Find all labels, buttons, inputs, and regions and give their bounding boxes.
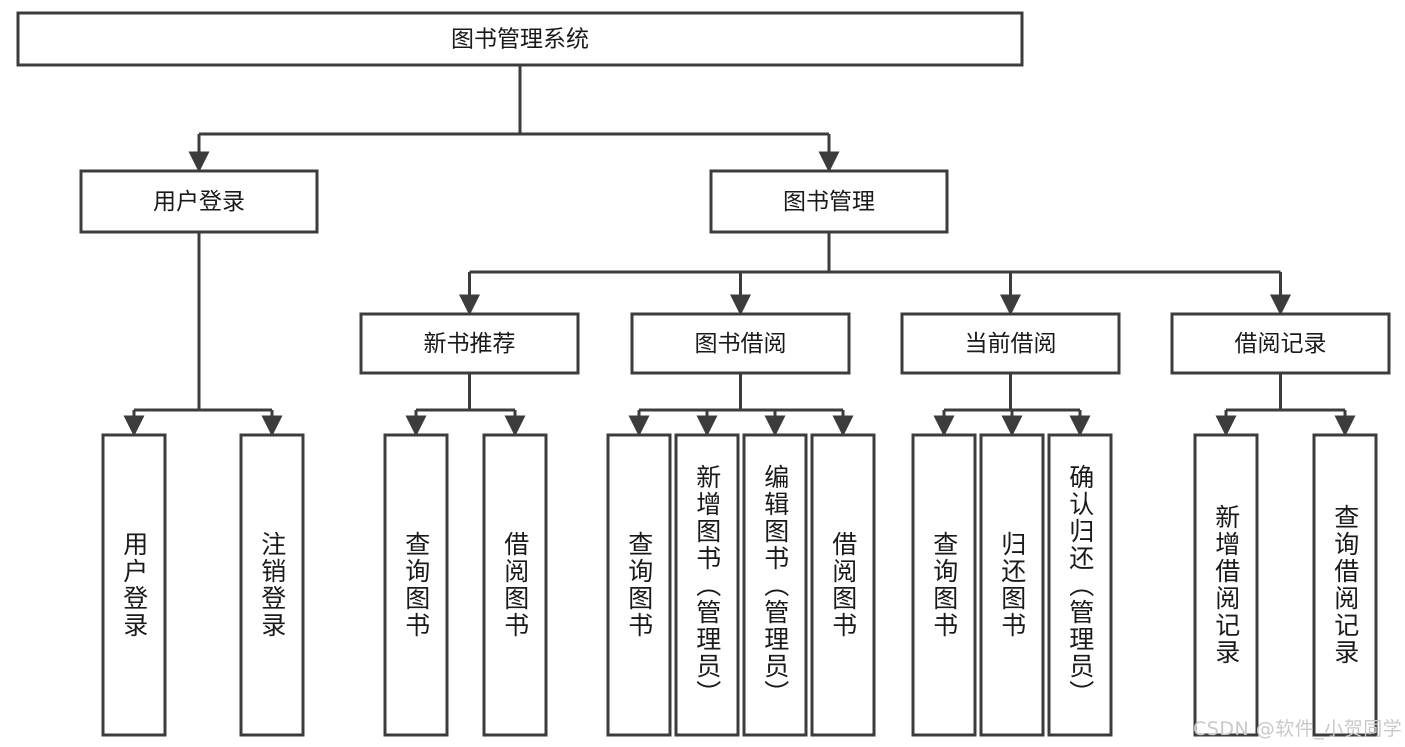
connector-lines <box>123 65 1356 437</box>
node-book-manage-label: 图书管理 <box>783 189 875 215</box>
leaf-box-leaf-user-login[interactable] <box>101 433 167 737</box>
node-boxes <box>16 11 1391 737</box>
leaf-box-leaf-return-book[interactable] <box>979 433 1045 737</box>
node-new-book-recommend-label: 新书推荐 <box>424 331 516 357</box>
node-borrow-record[interactable] <box>1170 312 1391 375</box>
leaf-box-leaf-query-record[interactable] <box>1312 433 1378 737</box>
leaf-box-leaf-query-book-cur[interactable] <box>911 433 977 737</box>
leaf-box-leaf-edit-book[interactable] <box>742 433 808 737</box>
node-current-borrow-label: 当前借阅 <box>965 331 1057 357</box>
leaf-box-leaf-add-book[interactable] <box>674 433 740 737</box>
leaf-box-leaf-query-book-borrow[interactable] <box>606 433 672 737</box>
node-root[interactable] <box>16 11 1024 67</box>
node-borrow-record-label: 借阅记录 <box>1235 331 1327 357</box>
node-book-borrow-label: 图书借阅 <box>695 331 787 357</box>
leaf-box-leaf-query-book-rec[interactable] <box>383 433 449 737</box>
node-user-login[interactable] <box>79 169 319 234</box>
node-book-borrow[interactable] <box>630 312 851 375</box>
node-book-manage[interactable] <box>709 169 949 234</box>
node-user-login-label: 用户登录 <box>153 189 245 215</box>
leaf-box-leaf-borrow-book-rec[interactable] <box>482 433 548 737</box>
csdn-watermark: CSDN @软件_小贺同学 <box>1193 718 1403 740</box>
node-root-label: 图书管理系统 <box>451 27 589 53</box>
node-current-borrow[interactable] <box>900 312 1121 375</box>
leaf-box-leaf-confirm-return[interactable] <box>1047 433 1113 737</box>
leaf-box-leaf-user-logout[interactable] <box>239 433 305 737</box>
leaf-box-leaf-borrow-book[interactable] <box>810 433 876 737</box>
leaf-box-leaf-add-record[interactable] <box>1193 433 1259 737</box>
node-new-book-recommend[interactable] <box>359 312 580 375</box>
